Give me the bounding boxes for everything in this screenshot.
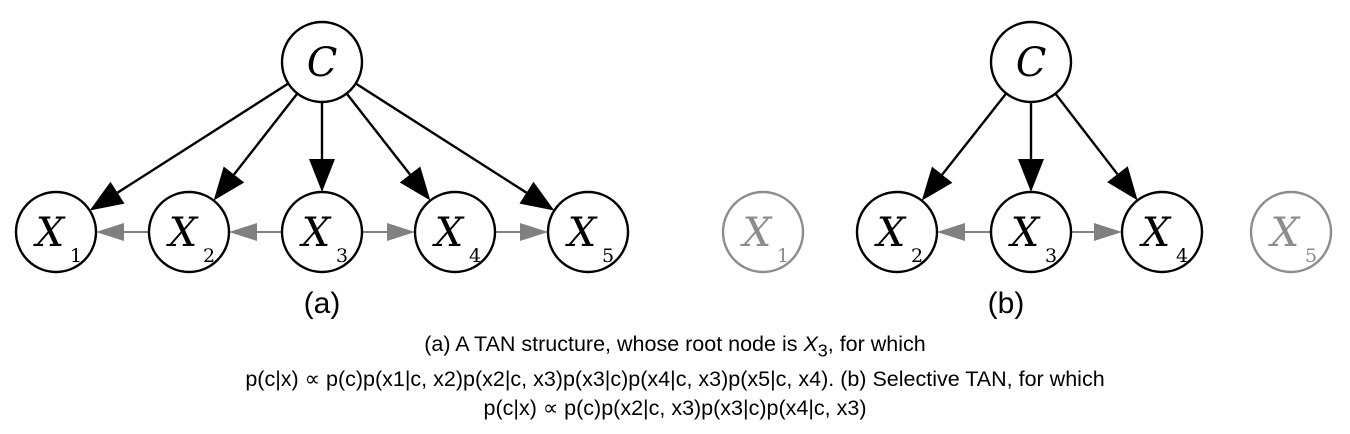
node-letter: X [740, 210, 773, 256]
node-letter: X [1008, 210, 1041, 256]
node-subscript: 5 [1305, 245, 1317, 267]
node-c: C [280, 20, 364, 104]
panel-a-label: (a) [304, 287, 341, 320]
figure-caption: (a) A TAN structure, whose root node is … [0, 330, 1350, 423]
node-circle [413, 190, 497, 274]
arrowhead-x3-x2 [229, 223, 257, 241]
node-circle [546, 190, 630, 274]
arrowhead-x3-x4 [387, 223, 415, 241]
caption-text-2: (b) Selective TAN, for which [834, 367, 1105, 392]
node-circle [989, 190, 1073, 274]
node-letter: X [166, 210, 199, 256]
node-letter: C [1016, 40, 1047, 86]
arrowhead-c-x5 [519, 181, 555, 211]
arrowhead-c-x3 [1018, 159, 1044, 192]
edge-c-x2 [233, 92, 299, 176]
caption-root-sub: 3 [817, 340, 828, 361]
arrowhead-c-x4 [1107, 166, 1138, 201]
panel-b-label: (b) [988, 287, 1025, 320]
caption-line-2: p(c|x) ∝ p(c)p(x1|c, x2)p(x2|c, x3)p(x3|… [0, 365, 1350, 394]
caption-line-3: p(c|x) ∝ p(c)p(x2|c, x3)p(x3|c)p(x4|c, x… [0, 394, 1350, 423]
arrowhead-c-x2 [921, 166, 953, 201]
node-letter: X [432, 210, 465, 256]
node-letter: X [1268, 210, 1301, 256]
node-letter: X [565, 210, 598, 256]
arrowhead-x3-x4 [1094, 223, 1122, 241]
caption-text-1-suffix: , for which [827, 332, 926, 356]
arrowhead-c-x3 [309, 159, 335, 192]
node-letter: X [874, 210, 907, 256]
node-subscript: 4 [1176, 245, 1188, 267]
node-subscript: 1 [777, 245, 789, 267]
node-circle [1249, 190, 1333, 274]
arrowhead-c-x4 [399, 166, 431, 201]
caption-text-1: (a) A TAN structure, whose root node is [424, 332, 804, 356]
node-subscript: 2 [911, 245, 923, 267]
formula-tan: p(c|x) ∝ p(c)p(x1|c, x2)p(x2|c, x3)p(x3|… [245, 367, 835, 392]
edge-c-x1 [116, 82, 289, 194]
arrowhead-c-x2 [213, 166, 245, 201]
node-c: C [989, 20, 1073, 104]
node-subscript: 3 [1045, 245, 1057, 267]
arrowhead-x3-x2 [937, 223, 965, 241]
edge-c-x4 [1054, 92, 1119, 175]
node-subscript: 4 [469, 245, 481, 267]
node-circle [280, 190, 364, 274]
node-letter: X [299, 210, 332, 256]
edge-c-x2 [941, 92, 1008, 176]
node-subscript: 5 [602, 245, 614, 267]
edge-c-x4 [345, 92, 411, 176]
node-circle [989, 20, 1073, 104]
node-letter: X [1139, 210, 1172, 256]
caption-root-var: X [803, 332, 818, 356]
node-circle [855, 190, 939, 274]
node-subscript: 3 [336, 245, 348, 267]
node-circle [1120, 190, 1204, 274]
arrowhead-x2-x1 [96, 223, 124, 241]
edge-c-x5 [355, 82, 528, 194]
formula-selective-tan: p(c|x) ∝ p(c)p(x2|c, x3)p(x3|c)p(x4|c, x… [483, 396, 867, 421]
node-subscript: 2 [203, 245, 215, 267]
caption-line-1: (a) A TAN structure, whose root node is … [0, 330, 1350, 365]
node-subscript: 1 [70, 245, 82, 267]
node-letter: X [33, 210, 66, 256]
node-circle [147, 190, 231, 274]
node-letter: C [307, 40, 338, 86]
node-circle [14, 190, 98, 274]
node-circle [721, 190, 805, 274]
arrowhead-c-x1 [89, 181, 125, 211]
arrowhead-x4-x5 [520, 223, 548, 241]
node-circle [280, 20, 364, 104]
